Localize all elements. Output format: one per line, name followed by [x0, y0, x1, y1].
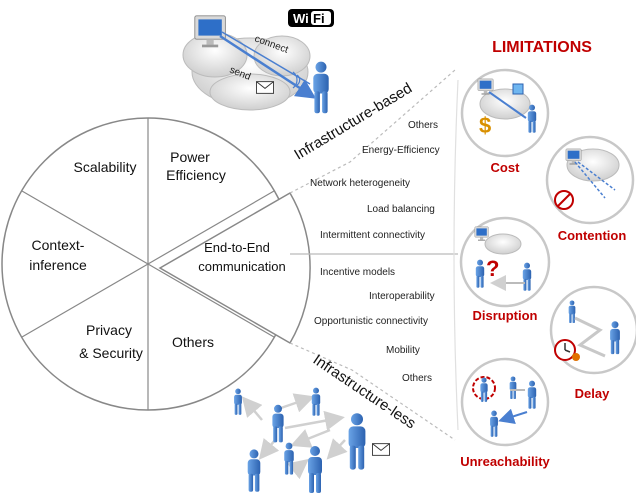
- link-line: [498, 408, 528, 424]
- limitation-delay: Delay: [575, 386, 610, 401]
- mesh-arrow: [241, 396, 263, 421]
- pie-divider: [147, 190, 275, 265]
- infra-based-item: Load balancing: [367, 204, 435, 215]
- person-icon: [272, 404, 284, 443]
- wifi-text-wi: Wi: [293, 11, 309, 26]
- limitations-title: LIMITATIONS: [492, 39, 592, 56]
- unreachable-marker: [472, 376, 496, 400]
- link-line: [574, 161, 606, 199]
- end-to-end-wedge: [158, 191, 311, 345]
- person-icon: [313, 61, 329, 114]
- person-icon: [284, 442, 294, 475]
- link-line: [488, 91, 527, 119]
- wifi-fi-box: [311, 11, 331, 25]
- question-icon: ?: [486, 256, 499, 281]
- segment-context-line1: Context-: [32, 237, 85, 253]
- person-icon: [348, 413, 366, 470]
- clock-hand: [564, 349, 571, 353]
- dollar-icon: $: [479, 113, 491, 138]
- infra-less-item: Others: [402, 373, 432, 384]
- mesh-arrow: [284, 410, 345, 431]
- infra-based-item: Energy-Efficiency: [362, 145, 440, 156]
- wifi-text-fi: Fi: [313, 11, 325, 26]
- infra-based-item: Network heterogeneity: [310, 178, 410, 189]
- person-icon: [247, 449, 261, 492]
- limitations-section: LIMITATIONS $ Cost Contention ? Disrupti…: [459, 39, 636, 469]
- infra-less-item: Mobility: [386, 345, 420, 356]
- pie-divider: [21, 263, 149, 338]
- limitation-contention: Contention: [558, 228, 627, 243]
- infra-based-item: Intermittent connectivity: [320, 230, 425, 241]
- cloud-icon: [484, 233, 522, 255]
- envelope-icon: [256, 81, 274, 94]
- segment-privacy-line2: & Security: [79, 345, 143, 361]
- connector-lines: [289, 69, 459, 441]
- warning-dot: [572, 353, 580, 361]
- mesh-arrow: [326, 438, 348, 460]
- person-icon: [234, 388, 242, 415]
- lower-dashed-line: [289, 342, 456, 441]
- pie-chart: Scalability Power Efficiency Context- in…: [1, 117, 311, 411]
- infrastructure-less-section: Incentive models Interoperability Opport…: [310, 267, 435, 432]
- upper-dashed-line: [289, 69, 456, 194]
- link-line: [577, 161, 616, 191]
- bottom-scene: [234, 387, 390, 493]
- mesh-arrow: [258, 438, 280, 460]
- person-icon: [311, 387, 321, 416]
- zigzag-path: [574, 316, 606, 358]
- segment-privacy-line1: Privacy: [86, 322, 132, 338]
- segment-e2e-line2: communication: [198, 259, 285, 274]
- top-scene: connect send Wi Fi: [182, 9, 334, 114]
- segment-e2e-line1: End-to-End: [204, 240, 270, 255]
- pie-divider: [21, 190, 149, 265]
- disruption-circle: [459, 216, 551, 308]
- mesh-arrow: [287, 458, 309, 480]
- blocked-slash: [557, 193, 571, 207]
- segment-others: Others: [172, 334, 214, 350]
- limitation-disruption: Disruption: [473, 308, 538, 323]
- infra-less-item: Interoperability: [369, 291, 435, 302]
- infrastructure-based-section: Infrastructure-based Others Energy-Effic…: [291, 80, 439, 241]
- pie-divider: [147, 263, 275, 338]
- limitation-unreachability: Unreachability: [460, 454, 550, 469]
- device-icon: [512, 83, 524, 95]
- infra-based-item: Others: [408, 120, 438, 131]
- signal-icon: [292, 71, 301, 89]
- segment-context-line2: inference: [29, 257, 87, 273]
- limitations-bracket: [453, 79, 459, 431]
- limitation-cost: Cost: [491, 160, 521, 175]
- segment-scalability: Scalability: [73, 159, 136, 175]
- mesh-arrow: [290, 428, 331, 448]
- infra-less-item: Opportunistic connectivity: [314, 316, 428, 327]
- connect-arrow: [219, 34, 317, 99]
- segment-power-line2: Efficiency: [166, 167, 226, 183]
- cloud-icon: [209, 73, 291, 111]
- segment-power-line1: Power: [170, 149, 210, 165]
- envelope-icon: [372, 443, 390, 456]
- infra-less-item: Incentive models: [320, 267, 395, 278]
- person-icon: [308, 446, 322, 493]
